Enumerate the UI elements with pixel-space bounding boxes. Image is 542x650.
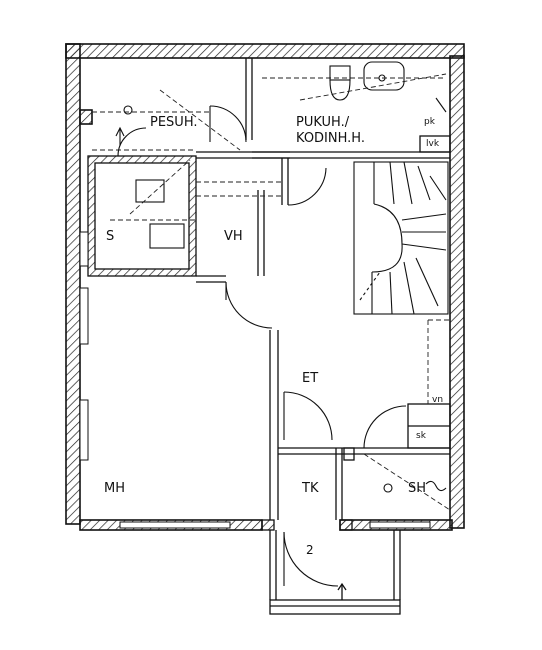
shower-hose-icon — [425, 480, 447, 492]
room-label-tk: TK — [302, 481, 319, 496]
room-label-pukuh: PUKUH./ — [296, 115, 350, 130]
drain-icon — [123, 105, 133, 115]
doors — [117, 105, 407, 587]
room-label-kodinhh: KODINH.H. — [296, 131, 365, 146]
drain-icon — [383, 483, 393, 493]
room-label-vh: VH — [224, 229, 243, 244]
stair-number: 2 — [306, 543, 314, 557]
room-label-et: ET — [302, 371, 319, 386]
washbasin — [363, 61, 405, 91]
dashed-lines — [92, 73, 451, 511]
fixture-label-vn: vn — [432, 395, 444, 405]
windows — [79, 231, 431, 529]
fixture-label-pk: pk — [424, 117, 435, 127]
room-label-sh: SH — [408, 481, 427, 496]
fixture-label-sk: sk — [416, 431, 426, 441]
exterior-walls — [65, 43, 465, 531]
room-label-s: S — [106, 229, 115, 244]
sauna-bench — [149, 223, 185, 249]
entrance-steps — [261, 519, 401, 615]
room-label-pesuh: PESUH. — [150, 115, 198, 130]
interior-walls — [87, 58, 451, 520]
toilet-bowl — [329, 79, 351, 101]
toilet-tank — [329, 65, 351, 81]
staircase — [353, 161, 449, 315]
room-label-mh: MH — [104, 481, 125, 496]
sauna-stove — [135, 179, 165, 203]
fixtures — [115, 61, 447, 493]
fixture-label-lvk: lvk — [426, 139, 440, 149]
